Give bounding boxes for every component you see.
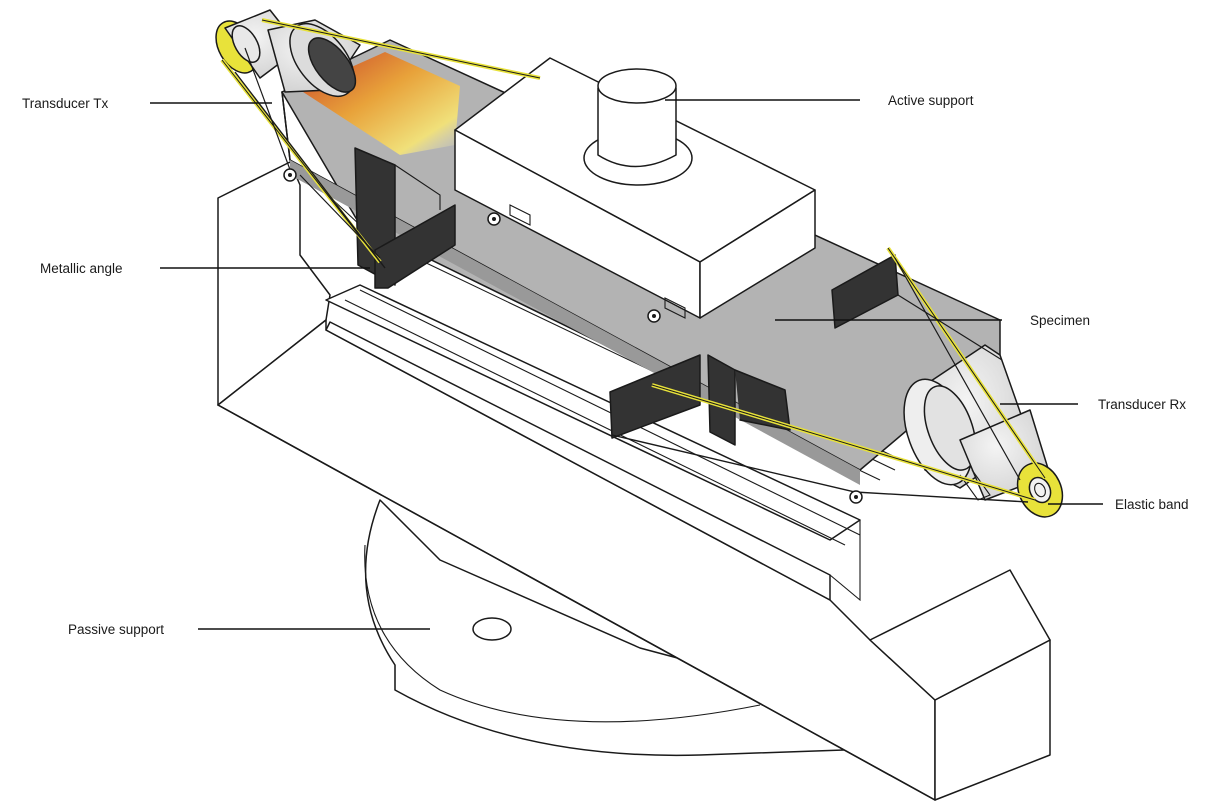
active-support [454, 57, 816, 323]
label-metallic-angle: Metallic angle [40, 261, 123, 276]
passive-support-hole [472, 617, 512, 641]
elastic-bands [220, 18, 1047, 503]
label-transducer-rx: Transducer Rx [1098, 397, 1186, 412]
label-specimen: Specimen [1030, 313, 1090, 328]
label-transducer-tx: Transducer Tx [22, 96, 109, 111]
leader-lines [150, 99, 1103, 630]
label-passive-support: Passive support [68, 622, 164, 637]
metallic-angle-left [354, 147, 456, 289]
passive-support [364, 499, 901, 757]
cradle-pins [283, 168, 863, 504]
labels: Transducer Tx Active support Metallic an… [22, 93, 1189, 637]
label-elastic-band: Elastic band [1115, 497, 1189, 512]
transducer-tx [215, 9, 361, 97]
label-active-support: Active support [888, 93, 974, 108]
